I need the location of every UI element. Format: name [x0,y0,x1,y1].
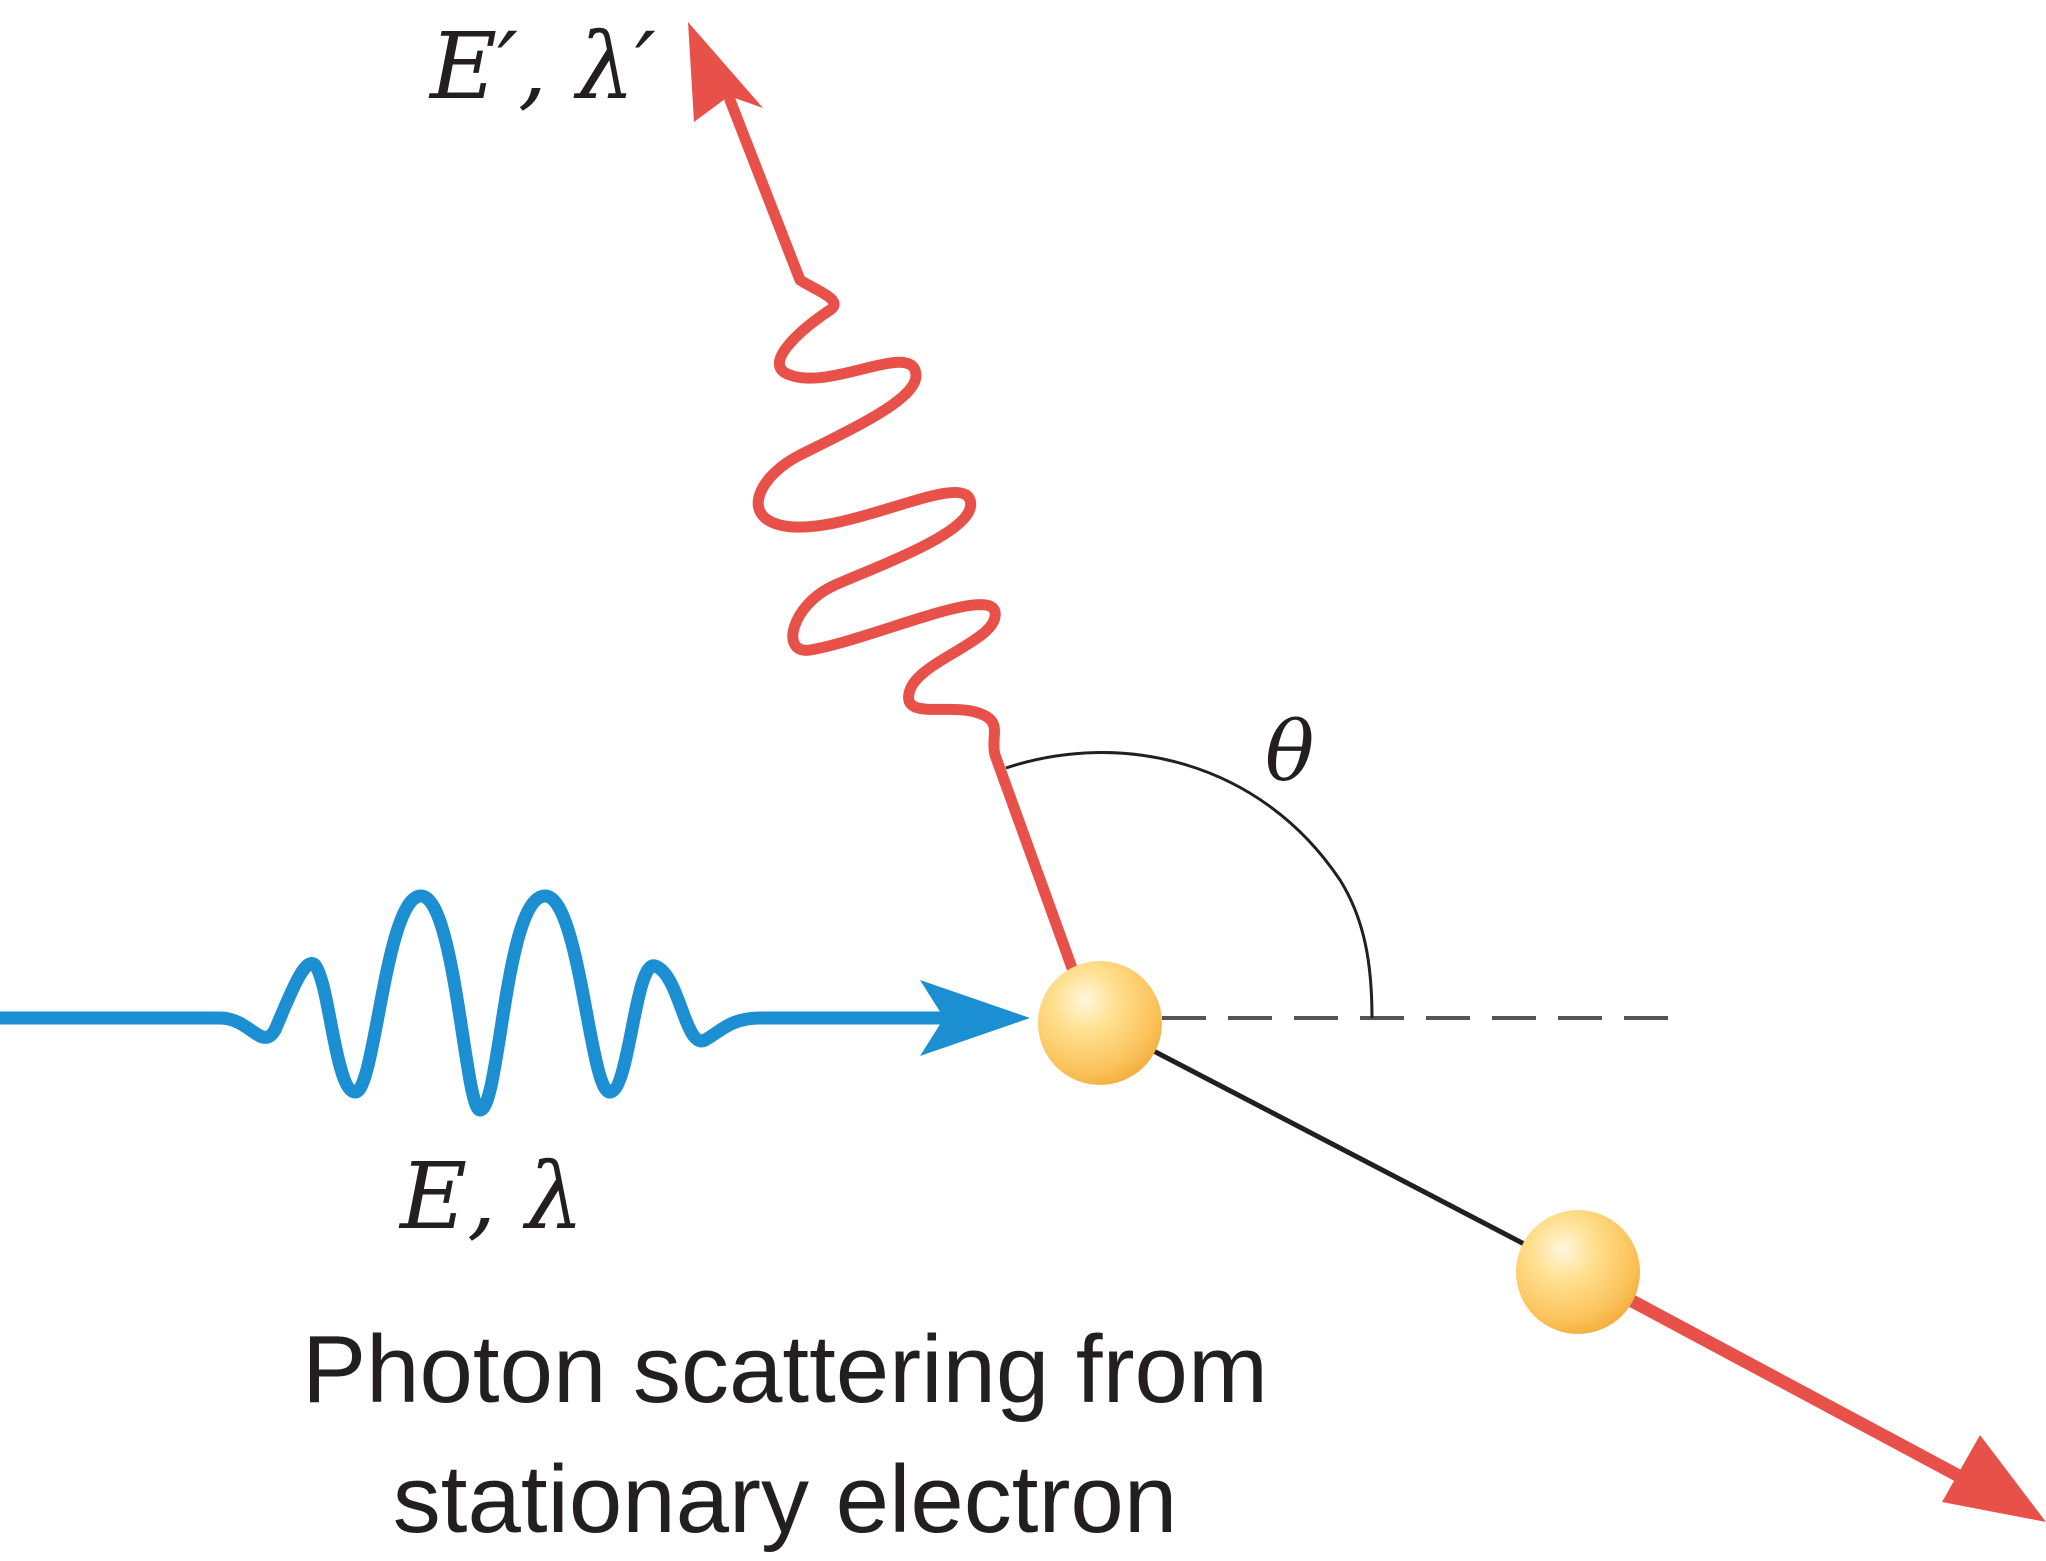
scattered-arrowhead-icon [688,22,763,122]
incident-photon-wave [0,889,947,1117]
angle-label: θ [1265,705,1314,800]
caption-line-2: stationary electron [393,1446,1177,1553]
caption-line-1: Photon scattering from [302,1316,1268,1423]
recoil-electron-path [1098,1020,1580,1275]
incident-photon-label: E, λ [398,1143,584,1250]
recoil-arrow-shaft [1574,1266,1989,1496]
angle-arc [1005,751,1374,1019]
recoil-electron-icon [1516,1210,1640,1334]
recoil-arrowhead-icon [1942,1435,2046,1522]
scattered-photon-label: E′, λ′ [428,13,656,120]
stationary-electron-icon [1038,961,1162,1085]
scattered-photon-wave [724,94,1078,974]
incident-arrowhead-icon [920,980,1030,1056]
